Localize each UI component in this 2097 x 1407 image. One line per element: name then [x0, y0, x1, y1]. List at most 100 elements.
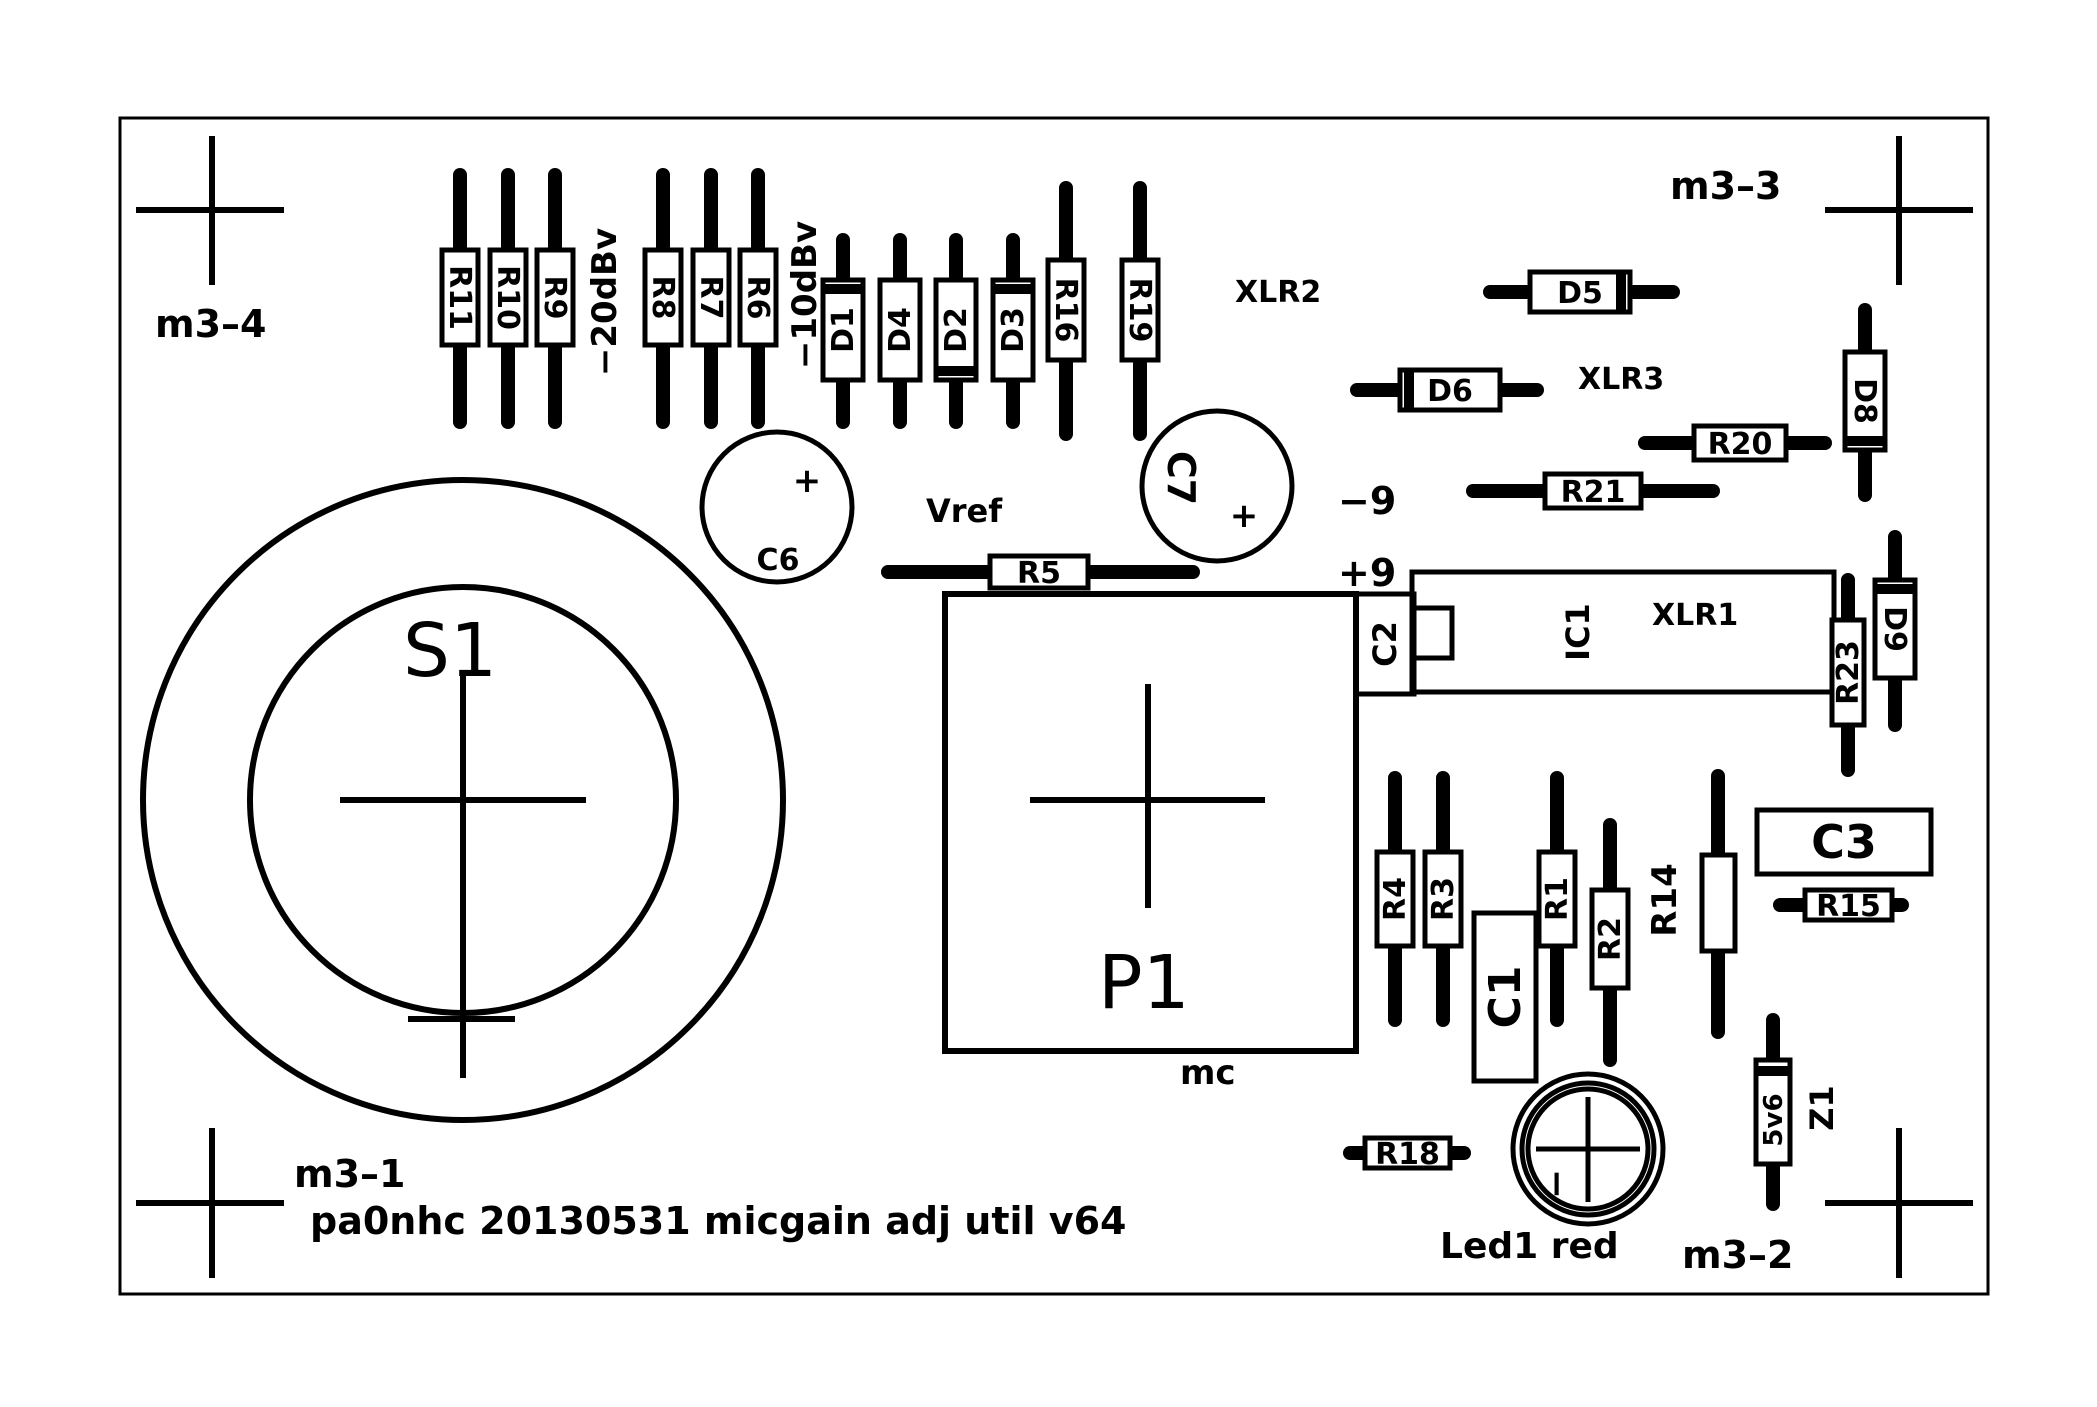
part-r10: R10: [487, 168, 529, 429]
capacitor-c6: [699, 429, 855, 585]
part-body: [1527, 269, 1633, 315]
cathode-band: [1845, 436, 1885, 446]
part-body: [1362, 1135, 1453, 1171]
part-label: D6: [1427, 374, 1473, 409]
part-label: R3: [1426, 877, 1461, 921]
part-r11: R11: [439, 168, 481, 429]
z1-value: 5v6: [1759, 1093, 1789, 1146]
part-r8: R8: [642, 168, 684, 429]
part-body: [534, 247, 576, 348]
part-body: [1589, 887, 1631, 991]
cathode-band: [936, 366, 976, 376]
board-title: pa0nhc 20130531 micgain adj util v64: [310, 1199, 1126, 1243]
p1-label: P1: [1098, 940, 1190, 1026]
part-label: D5: [1557, 276, 1603, 311]
part-body: [1842, 349, 1888, 453]
ic1-outline: [1409, 569, 1837, 695]
label-minus10dbv: −10dBv: [785, 221, 825, 369]
part-d3: D3: [990, 233, 1036, 429]
part-label: R1: [1540, 877, 1575, 921]
part-r2: R2: [1589, 818, 1631, 1067]
part-r1: R1: [1536, 771, 1578, 1027]
part-label: D3: [996, 307, 1031, 353]
cathode-band: [1875, 584, 1915, 594]
led1-minus: −: [1536, 1169, 1577, 1199]
part-d8: D8: [1842, 303, 1888, 502]
part-d6: D6: [1350, 367, 1544, 413]
part-body: [737, 247, 779, 348]
mount-cross-bottom-right: [1825, 1128, 1973, 1278]
cathode-band: [993, 284, 1033, 294]
part-label: R8: [645, 276, 680, 320]
zener-z1: [1753, 1013, 1793, 1211]
c2-label: C2: [1366, 621, 1404, 667]
part-r4: R4: [1374, 771, 1416, 1027]
part-r18: R18: [1343, 1135, 1471, 1172]
part-body: [1542, 471, 1644, 511]
label-m3-3: m3–3: [1670, 164, 1781, 208]
part-label: R4: [1378, 877, 1413, 921]
capacitor-c1: [1471, 910, 1539, 1084]
part-body: [933, 277, 979, 383]
part-body: [1045, 257, 1087, 363]
part-d2: D2: [933, 233, 979, 429]
board-outline: [118, 116, 1990, 1296]
part-r9: R9: [534, 168, 576, 429]
part-body: [642, 247, 684, 348]
label-led1-red: Led1 red: [1440, 1226, 1619, 1267]
part-label: D8: [1847, 378, 1882, 424]
part-r15: R15: [1773, 887, 1909, 924]
label-xlr1: XLR1: [1652, 598, 1738, 633]
part-body: [1691, 423, 1789, 463]
part-body: [1374, 849, 1416, 949]
part-body: [1536, 849, 1578, 949]
part-label: D1: [826, 307, 861, 353]
part-body: [820, 277, 866, 383]
cathode-band: [823, 284, 863, 294]
cathode-band: [1616, 272, 1626, 312]
part-label: R20: [1708, 427, 1773, 462]
part-body: [1802, 887, 1895, 923]
ic1-label: IC1: [1559, 603, 1597, 661]
part-label: R21: [1561, 475, 1626, 510]
label-minus9: −9: [1338, 479, 1396, 523]
part-r7: R7: [690, 168, 732, 429]
part-r6: R6: [737, 168, 779, 429]
part-label: R2: [1593, 917, 1628, 961]
part-r19: R19: [1119, 181, 1161, 441]
z1-label: Z1: [1803, 1085, 1841, 1130]
c7-plus: +: [1230, 496, 1259, 536]
part-body: [1397, 367, 1503, 413]
label-xlr3: XLR3: [1578, 362, 1664, 397]
part-body: [1119, 257, 1161, 363]
part-body: [690, 247, 732, 348]
capacitor-c2: [1353, 591, 1417, 697]
label-plus9: +9: [1338, 551, 1396, 595]
part-body: [877, 277, 923, 383]
c1-label: C1: [1480, 966, 1531, 1029]
c7-label: C7: [1159, 451, 1203, 505]
capacitor-c3: [1754, 807, 1934, 877]
part-d1: D1: [820, 233, 866, 429]
part-body: [487, 247, 529, 348]
label-minus20dbv: −20dBv: [585, 228, 625, 376]
part-label: R11: [442, 265, 477, 330]
mount-cross-bottom-left: [136, 1128, 284, 1278]
part-d5: D5: [1483, 269, 1680, 315]
capacitor-c7: [1139, 408, 1295, 564]
mount-cross-top-right: [1825, 136, 1973, 285]
part-body: [990, 277, 1036, 383]
part-label: R15: [1816, 889, 1881, 924]
c6-label: C6: [757, 543, 800, 578]
part-label: R9: [537, 276, 572, 320]
part-label: R19: [1122, 278, 1157, 343]
mount-cross-top-left: [136, 136, 284, 285]
part-label: R5: [1017, 556, 1061, 591]
label-m3-4: m3–4: [155, 302, 266, 346]
part-body: [1872, 577, 1918, 681]
part-r16: R16: [1045, 181, 1087, 441]
part-r23: R23: [1829, 573, 1867, 777]
part-label: D2: [939, 307, 974, 353]
part-body: [1422, 849, 1464, 949]
